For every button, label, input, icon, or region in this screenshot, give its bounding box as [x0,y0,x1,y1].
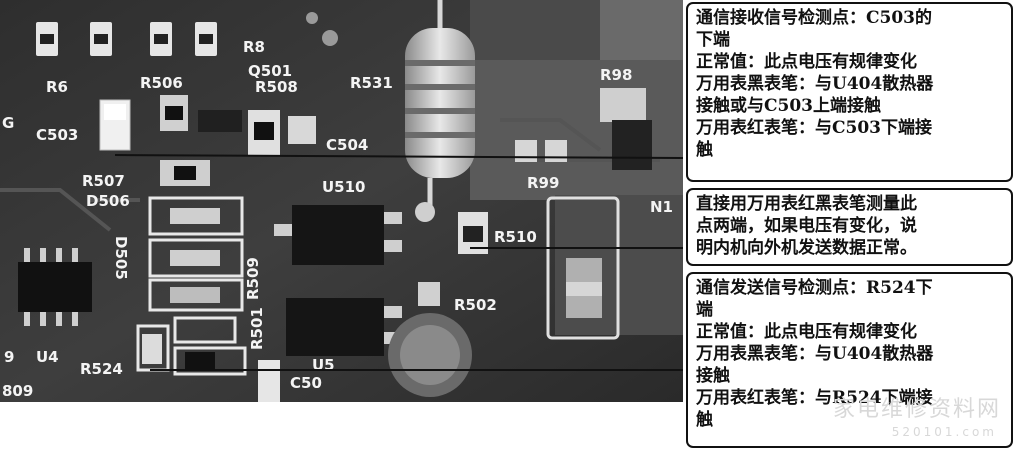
callout-receive: 通信接收信号检测点：C503的 下端 正常值：此点电压有规律变化 万用表黑表笔：… [686,2,1013,182]
label-u4: U4 [36,348,59,366]
label-g: G [2,114,14,132]
callout-line: 通信发送信号检测点：R524下 [696,278,933,298]
label-r509: R509 [244,257,262,300]
label-r8: R8 [243,38,265,56]
label-u5: U5 [312,356,335,374]
callout-send: 通信发送信号检测点：R524下 端 正常值：此点电压有规律变化 万用表黑表笔：与… [686,272,1013,448]
callout-line: 触 [696,410,713,430]
pcb-photo: R6 R8 R506 Q501 R508 R531 R98 C503 C504 … [0,0,683,402]
callout-line: 直接用万用表红黑表笔测量此 [696,194,917,214]
label-d505: D505 [112,236,130,280]
callout-line: 接触 [696,366,730,386]
label-r531: R531 [350,74,393,92]
label-c504: C504 [326,136,368,154]
label-n1: N1 [650,198,673,216]
label-r501: R501 [248,307,266,350]
label-9: 9 [4,348,14,366]
callout-line: 万用表红表笔：与R524下端接 [696,388,933,408]
label-r508: R508 [255,78,298,96]
callout-line: 通信接收信号检测点：C503的 [696,8,933,28]
label-r98: R98 [600,66,632,84]
callout-line: 万用表黑表笔：与U404散热器 [696,74,934,94]
watermark-url: 520101.com [891,425,997,439]
callout-measure: 直接用万用表红黑表笔测量此 点两端，如果电压有变化，说 明内机向外机发送数据正常… [686,188,1013,266]
callout-line: 正常值：此点电压有规律变化 [696,322,917,342]
callout-line: 万用表黑表笔：与U404散热器 [696,344,934,364]
callout-line: 接触或与C503上端接触 [696,96,882,116]
label-r99: R99 [527,174,559,192]
watermark-text: 家电维修资料网 [832,397,1001,422]
label-r507: R507 [82,172,125,190]
callout-line: 万用表红表笔：与C503下端接 [696,118,933,138]
callout-line: 明内机向外机发送数据正常。 [696,238,917,258]
label-d506: D506 [86,192,130,210]
label-c50: C50 [290,374,322,392]
label-r510: R510 [494,228,537,246]
label-c503: C503 [36,126,78,144]
label-809: 809 [2,382,33,400]
callout-line: 端 [696,300,713,320]
label-r506: R506 [140,74,183,92]
label-u510: U510 [322,178,366,196]
label-q501: Q501 [248,62,292,80]
callout-line: 下端 [696,30,730,50]
callout-line: 正常值：此点电压有规律变化 [696,52,917,72]
label-r502: R502 [454,296,497,314]
label-r524: R524 [80,360,123,378]
callout-line: 触 [696,140,713,160]
callout-line: 点两端，如果电压有变化，说 [696,216,917,236]
label-r6: R6 [46,78,68,96]
